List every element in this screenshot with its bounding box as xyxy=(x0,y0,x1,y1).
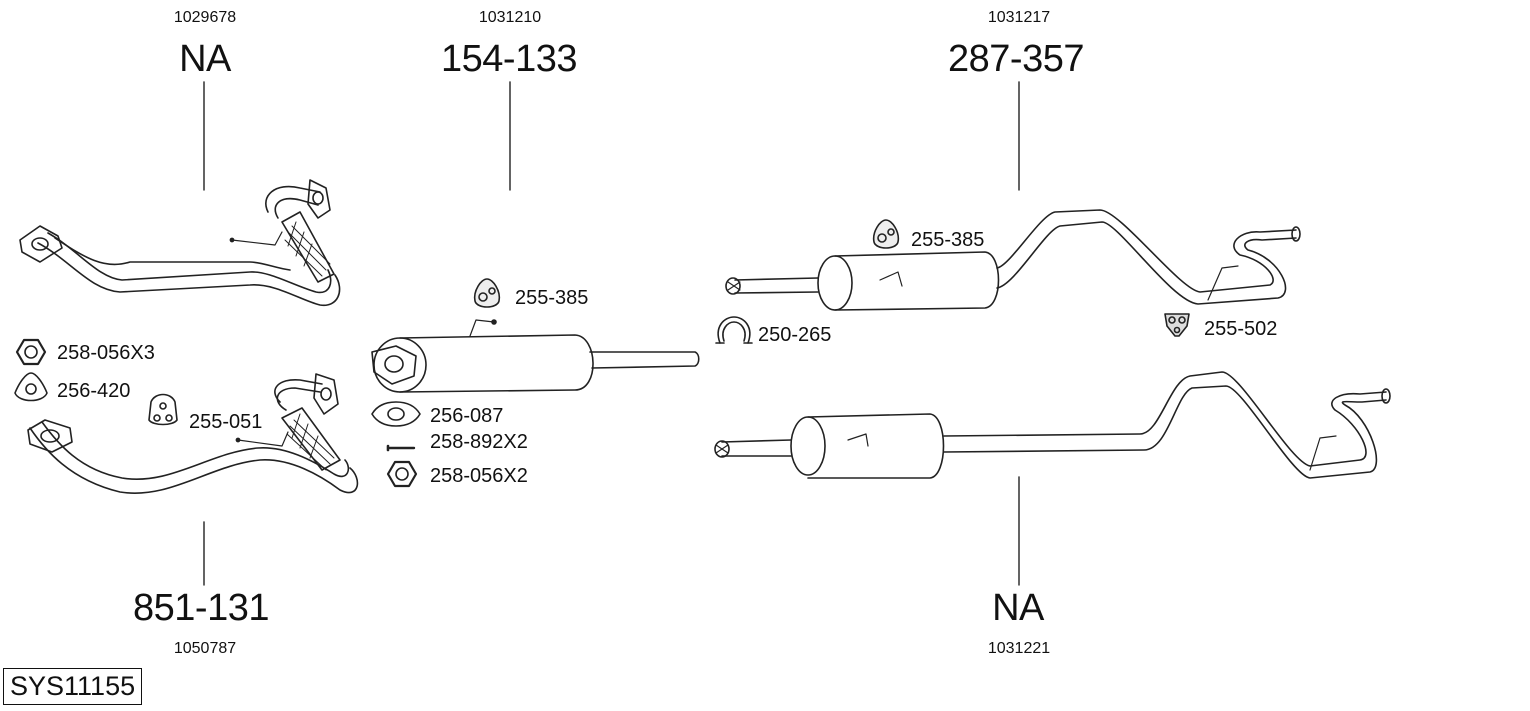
gasket-icon[interactable] xyxy=(14,372,48,402)
accessory-label: 258-056X3 xyxy=(57,342,155,364)
part-number[interactable]: NA xyxy=(992,587,1044,629)
pipe-clamp-icon[interactable] xyxy=(715,316,753,344)
exhaust-mount-icon[interactable] xyxy=(1164,313,1190,337)
part-number[interactable]: 287-357 xyxy=(948,38,1084,80)
accessory-label: 258-056X2 xyxy=(430,465,528,487)
accessory-label: 256-087 xyxy=(430,405,504,427)
hex-nut-icon[interactable] xyxy=(15,338,47,366)
leader-lines xyxy=(203,81,1020,586)
accessory-label: 255-385 xyxy=(515,287,589,309)
rear-silencer-lower[interactable] xyxy=(714,371,1391,479)
hex-nut-icon[interactable] xyxy=(386,460,418,488)
part-number[interactable]: 851-131 xyxy=(133,587,269,629)
accessory-label: 255-051 xyxy=(189,411,263,433)
accessory-label: 256-420 xyxy=(57,380,131,402)
reference-number: 1031217 xyxy=(987,9,1051,26)
front-pipe-lower[interactable] xyxy=(27,373,359,494)
rear-silencer-upper[interactable] xyxy=(725,209,1301,311)
rubber-hanger-icon[interactable] xyxy=(473,278,501,308)
accessory-label: 258-892X2 xyxy=(430,431,528,453)
flange-gasket-icon[interactable] xyxy=(371,401,421,427)
mounting-rubber-icon[interactable] xyxy=(148,393,178,426)
reference-number: 1031221 xyxy=(987,640,1051,657)
accessory-label: 255-502 xyxy=(1204,318,1278,340)
rubber-hanger-icon[interactable] xyxy=(872,219,900,249)
system-code-box: SYS11155 xyxy=(3,668,143,705)
accessory-label: 255-385 xyxy=(911,229,985,251)
accessory-label: 250-265 xyxy=(758,324,832,346)
reference-number: 1050787 xyxy=(173,640,237,657)
reference-number: 1031210 xyxy=(478,9,542,26)
part-number[interactable]: 154-133 xyxy=(441,38,577,80)
reference-number: 1029678 xyxy=(173,9,237,26)
front-pipe-upper[interactable] xyxy=(19,179,341,306)
bolt-icon[interactable] xyxy=(386,444,416,452)
middle-silencer[interactable] xyxy=(371,319,700,393)
part-number[interactable]: NA xyxy=(179,38,231,80)
